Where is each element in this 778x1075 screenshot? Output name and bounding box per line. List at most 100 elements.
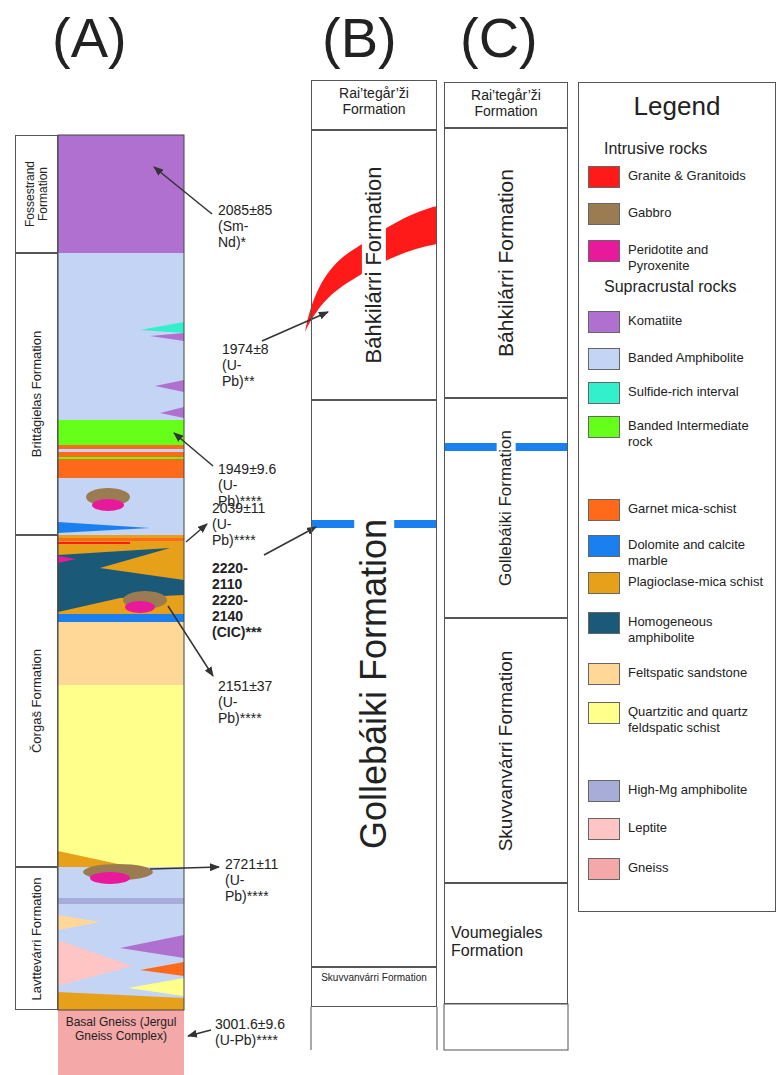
strata-shape [155, 380, 184, 392]
leader-line [311, 1007, 312, 1050]
strata-shape [140, 962, 184, 976]
leader-line [150, 867, 219, 869]
age-label: 2151±37 (U-Pb)**** [218, 678, 272, 726]
age-label: 3001.6±9.6 (U-Pb)**** [215, 1016, 285, 1048]
leader-line [264, 527, 316, 555]
strata-shape [58, 548, 184, 612]
strata-shape [58, 135, 184, 1010]
strata-shape [128, 978, 184, 996]
strata-shape [58, 135, 184, 253]
legend-text: Gneiss [628, 860, 772, 876]
formation-cell: Gollebáiki Formation [444, 398, 568, 618]
strata-shape [58, 915, 100, 930]
age-label: 1974±8 (U-Pb)** [222, 341, 269, 389]
legend-text: Plagioclase-mica schist [628, 574, 772, 590]
formation-cell: Skuvvanvárri Formation [311, 967, 437, 1007]
age-label: 2220-2110 2220-2140 (CIC)*** [212, 560, 262, 640]
strata-shape [58, 253, 184, 420]
strata-shape [58, 614, 184, 622]
leader-line [188, 1030, 211, 1036]
formation-cell: Rai’tegår’ži Formation [444, 82, 568, 128]
legend-text: Feltspatic sandstone [628, 665, 772, 681]
strata-shape [58, 535, 184, 622]
strata-shape [58, 452, 184, 478]
strata-shape [58, 940, 132, 986]
formation-cell: Čorgaš Formation [15, 535, 58, 867]
panel-letter: (A) [52, 6, 127, 70]
strata-shape [120, 935, 184, 958]
strata-shape [58, 685, 184, 867]
legend-text: Banded Intermediate rock [628, 418, 772, 451]
age-label: 2085±85 (Sm-Nd)* [218, 202, 272, 250]
formation-name: Skuvvanvárri Formation [496, 624, 517, 877]
legend-swatch [588, 858, 620, 880]
legend-swatch [588, 348, 620, 370]
legend-subheading: Supracrustal rocks [604, 278, 737, 296]
formation-cell: Báhkilárri Formation [311, 130, 437, 400]
formation-name: Basal Gneiss (Jergul Gneiss Complex) [58, 1012, 184, 1048]
age-label: 2721±11 (U-Pb)**** [225, 856, 278, 904]
formation-cell: Lavttevárri Formation [15, 867, 58, 1010]
legend-swatch [588, 612, 620, 634]
legend-text: Leptite [628, 820, 772, 836]
strata-shape [140, 322, 184, 333]
legend-text: Quartzitic and quartz feldspatic schist [628, 704, 772, 737]
leader-line [168, 606, 213, 676]
legend-swatch [588, 780, 620, 802]
formation-name: Gollebáiki Formation [354, 406, 394, 961]
formation-cell: Skuvvanvárri Formation [444, 618, 568, 883]
formation-name: Lavttevárri Formation [29, 873, 43, 1004]
basement-label: Basal Gneiss (Jergul Gneiss Complex) [58, 1012, 184, 1062]
formation-cell: Brittágielas Formation [15, 253, 58, 535]
formation-cell: Gollebáiki Formation [311, 400, 437, 967]
strata-shape [58, 867, 184, 1010]
legend-text: Dolomite and calcite marble [628, 537, 772, 570]
strata-shape [58, 542, 130, 544]
leader-line [154, 167, 212, 214]
formation-name: Rai’tegår’ži Formation [312, 81, 436, 121]
legend-subheading: Intrusive rocks [604, 140, 707, 158]
legend-swatch [588, 535, 620, 557]
formation-name: Brittágielas Formation [29, 259, 43, 529]
formation-cell: Voumegiales Formation [444, 883, 568, 1004]
column-a-strata [58, 135, 184, 1075]
legend-heading: Legend [579, 83, 775, 122]
strata-shape [58, 1010, 184, 1075]
legend-text: Peridotite and Pyroxenite [628, 242, 772, 275]
leader-line [437, 1007, 438, 1050]
strata-shape [150, 333, 184, 341]
legend-swatch [588, 572, 620, 594]
legend-swatch [588, 166, 620, 188]
leader-arrows [150, 167, 328, 1036]
leader-line [186, 524, 207, 542]
legend-text: Homogeneous amphibolite [628, 614, 772, 647]
legend-swatch [588, 702, 620, 724]
legend-swatch [588, 311, 620, 333]
legend-text: High-Mg amphibolite [628, 782, 772, 798]
formation-cell: Fossestrand Formation [15, 135, 58, 253]
formation-name: Čorgaš Formation [29, 541, 43, 861]
strata-shape [58, 449, 184, 452]
legend-swatch [588, 416, 620, 438]
strata-shape [58, 622, 184, 685]
legend-swatch [588, 663, 620, 685]
formation-name: Báhkilárri Formation [494, 134, 517, 392]
age-label: 2039±11 (U-Pb)**** [212, 500, 265, 548]
formation-cell: Báhkilárri Formation [444, 128, 568, 398]
formation-name: Voumegiales Formation [445, 884, 567, 965]
formation-name: Skuvvanvárri Formation [312, 968, 436, 988]
formation-cell: Rai’tegår’ži Formation [311, 80, 437, 130]
panel-letter: (C) [460, 6, 538, 70]
legend-text: Gabbro [628, 205, 772, 221]
strata-shape [160, 407, 184, 418]
strata-shape [444, 1004, 568, 1050]
strata-shape [58, 522, 150, 533]
legend-text: Banded Amphibolite [628, 350, 772, 366]
strata-shape [58, 457, 184, 459]
legend-swatch [588, 499, 620, 521]
legend-text: Komatiite [628, 313, 772, 329]
legend-swatch [588, 203, 620, 225]
leader-line [174, 433, 213, 466]
legend-text: Sulfide-rich interval [628, 384, 772, 400]
formation-name: Fossestrand Formation [23, 141, 49, 247]
